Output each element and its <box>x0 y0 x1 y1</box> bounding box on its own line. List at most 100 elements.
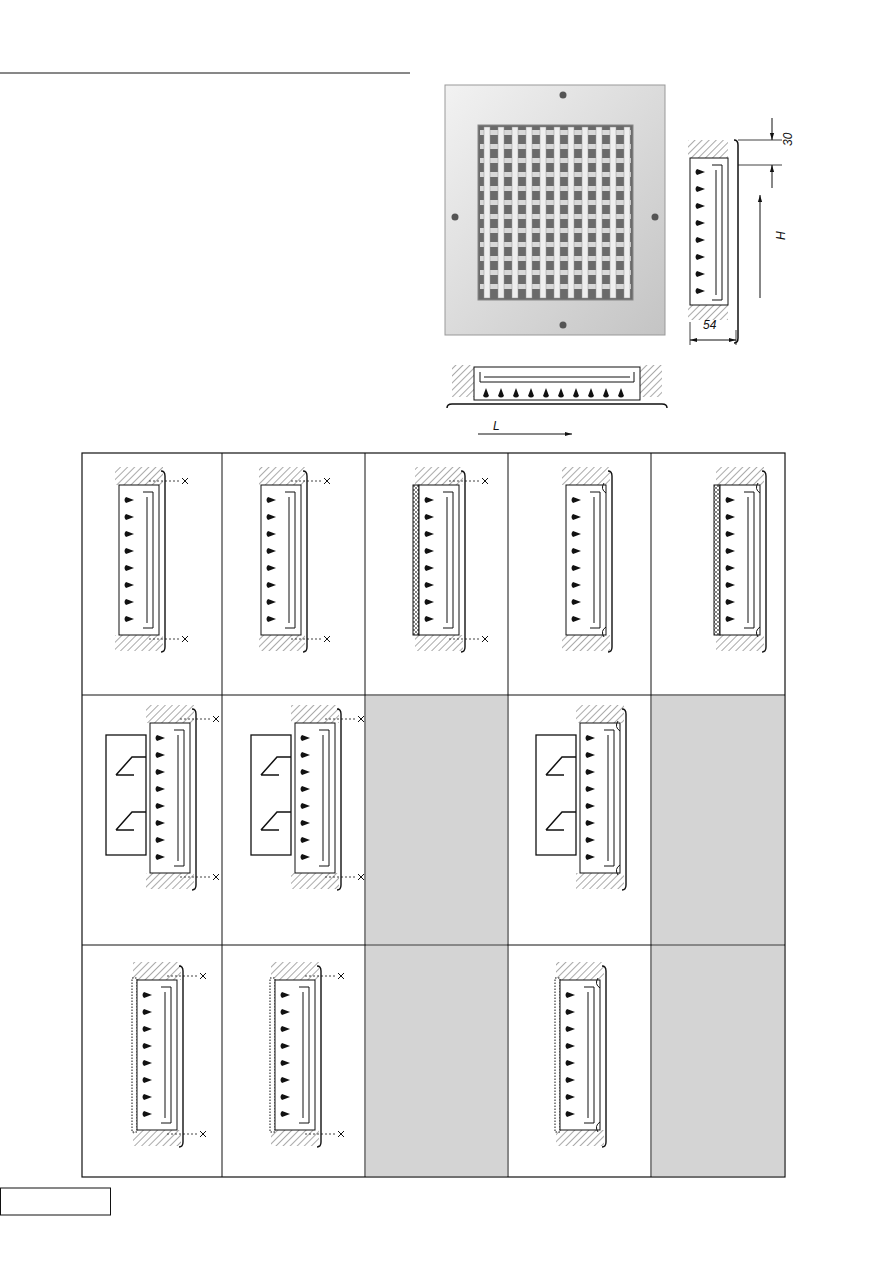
air-drop <box>125 582 135 588</box>
screw-axis <box>149 481 181 482</box>
air-drop <box>425 497 435 503</box>
air-drop <box>618 388 624 398</box>
mounting-section <box>106 705 219 890</box>
mounting-table <box>82 453 785 1177</box>
air-drop <box>143 1043 153 1049</box>
air-drop <box>543 388 549 398</box>
extension-line <box>736 330 737 345</box>
air-drop <box>726 616 736 622</box>
air-drop <box>143 1060 153 1066</box>
screw-axis <box>291 639 323 640</box>
air-drop <box>156 837 166 843</box>
dimension-line <box>760 195 761 298</box>
screw-axis <box>305 976 337 977</box>
air-drop <box>301 837 311 843</box>
air-drop <box>267 514 277 520</box>
side-section <box>688 118 782 345</box>
air-drop <box>483 388 489 398</box>
air-drop <box>586 735 596 741</box>
mounting-section <box>555 962 606 1147</box>
screw-axis <box>449 481 481 482</box>
screw-mark <box>358 874 364 880</box>
air-drop <box>143 1026 153 1032</box>
mounting-section <box>132 962 206 1147</box>
extension-line <box>690 322 691 345</box>
screw-mark <box>200 973 206 979</box>
page-box <box>1 1188 111 1215</box>
air-drop <box>425 599 435 605</box>
air-drop <box>586 854 596 860</box>
air-drop <box>726 548 736 554</box>
screw-mark <box>213 874 219 880</box>
table-rule <box>651 453 652 1177</box>
air-drop <box>726 565 736 571</box>
air-drop <box>425 514 435 520</box>
air-drop <box>125 599 135 605</box>
air-drop <box>281 992 291 998</box>
dimension-label: H <box>775 231 787 240</box>
screw-axis <box>325 877 357 878</box>
air-drop <box>156 820 166 826</box>
air-drop <box>586 820 596 826</box>
extension-line <box>738 165 782 166</box>
air-drop <box>267 616 277 622</box>
air-drop <box>301 854 311 860</box>
air-drop <box>125 514 135 520</box>
air-drop <box>267 531 277 537</box>
air-drop <box>156 769 166 775</box>
air-drop <box>696 186 706 192</box>
air-drop <box>588 388 594 398</box>
air-drop <box>301 752 311 758</box>
air-drop <box>301 803 311 809</box>
air-drop <box>301 820 311 826</box>
table-rule <box>508 453 509 1177</box>
air-drop <box>566 1043 576 1049</box>
screw-mark <box>200 1131 206 1137</box>
mounting-section <box>270 962 344 1147</box>
air-drop <box>566 1060 576 1066</box>
air-drop <box>301 786 311 792</box>
dimension-label: 54 <box>703 319 716 331</box>
air-drop <box>281 1094 291 1100</box>
air-drop <box>566 1111 576 1117</box>
screw-axis <box>167 1134 199 1135</box>
screw-mark <box>338 1131 344 1137</box>
air-drop <box>726 497 736 503</box>
air-drop <box>425 565 435 571</box>
screw-axis <box>325 719 357 720</box>
air-drop <box>572 616 582 622</box>
air-drop <box>696 169 706 175</box>
air-drop <box>586 769 596 775</box>
air-drop <box>696 271 706 277</box>
mounting-section <box>413 467 488 652</box>
mounting-section <box>251 705 364 890</box>
plan-section <box>447 365 667 434</box>
air-drop <box>425 548 435 554</box>
air-drop <box>281 1060 291 1066</box>
air-drop <box>566 1077 576 1083</box>
air-drop <box>281 1077 291 1083</box>
air-drop <box>125 565 135 571</box>
air-drop <box>572 582 582 588</box>
air-drop <box>528 388 534 398</box>
air-drop <box>301 769 311 775</box>
air-drop <box>586 837 596 843</box>
screw-axis <box>180 719 212 720</box>
air-drop <box>696 220 706 226</box>
table-rule <box>365 453 366 1177</box>
air-drop <box>696 254 706 260</box>
dimension-label: L <box>493 420 500 432</box>
air-drop <box>267 599 277 605</box>
air-drop <box>425 616 435 622</box>
air-drop <box>726 582 736 588</box>
air-drop <box>425 582 435 588</box>
screw-mark <box>482 478 488 484</box>
air-drop <box>143 1009 153 1015</box>
air-drop <box>156 854 166 860</box>
air-drop <box>425 531 435 537</box>
air-drop <box>696 237 706 243</box>
air-drop <box>572 565 582 571</box>
extension-line <box>738 140 782 141</box>
table-rule <box>82 945 785 946</box>
